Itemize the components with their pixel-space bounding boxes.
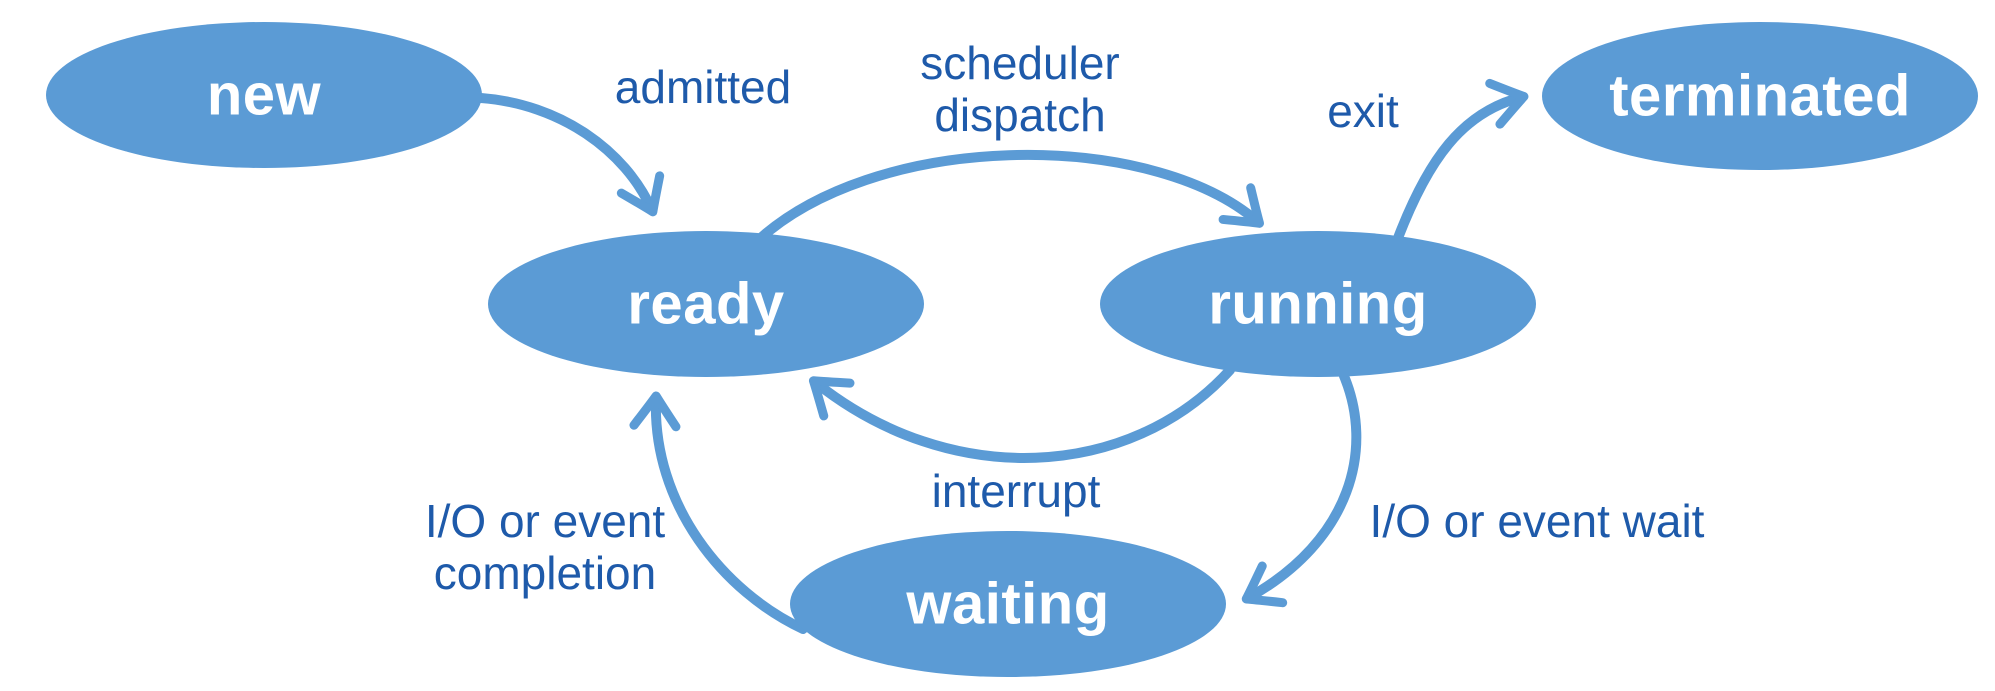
state-running-label: running — [1208, 271, 1428, 337]
transition-exit-arrow — [1393, 78, 1529, 243]
state-ready-label: ready — [627, 271, 785, 337]
transition-io-wait-label: I/O or event wait — [1369, 495, 1705, 548]
transition-io-wait-arrow — [1241, 371, 1362, 608]
state-running-ellipse — [1100, 231, 1536, 377]
state-new-ellipse — [46, 22, 482, 168]
transition-scheduler-dispatch-label: scheduler dispatch — [920, 37, 1120, 141]
state-new-label: new — [206, 62, 322, 128]
state-terminated-ellipse — [1542, 22, 1978, 170]
transition-admitted-label: admitted — [614, 61, 792, 114]
state-waiting-ellipse — [790, 531, 1226, 677]
state-waiting-label: waiting — [906, 571, 1110, 637]
transition-interrupt-arrow — [808, 365, 1235, 463]
transition-io-completion-label: I/O or event completion — [424, 495, 666, 599]
state-ready-ellipse — [488, 231, 924, 377]
transition-io-completion-arrow — [629, 391, 808, 634]
transition-scheduler-dispatch-arrow — [747, 149, 1265, 251]
transition-exit-label: exit — [1327, 85, 1399, 138]
transition-admitted-arrow — [476, 93, 665, 217]
state-terminated-label: terminated — [1609, 63, 1911, 129]
transition-interrupt-label: interrupt — [931, 465, 1101, 518]
